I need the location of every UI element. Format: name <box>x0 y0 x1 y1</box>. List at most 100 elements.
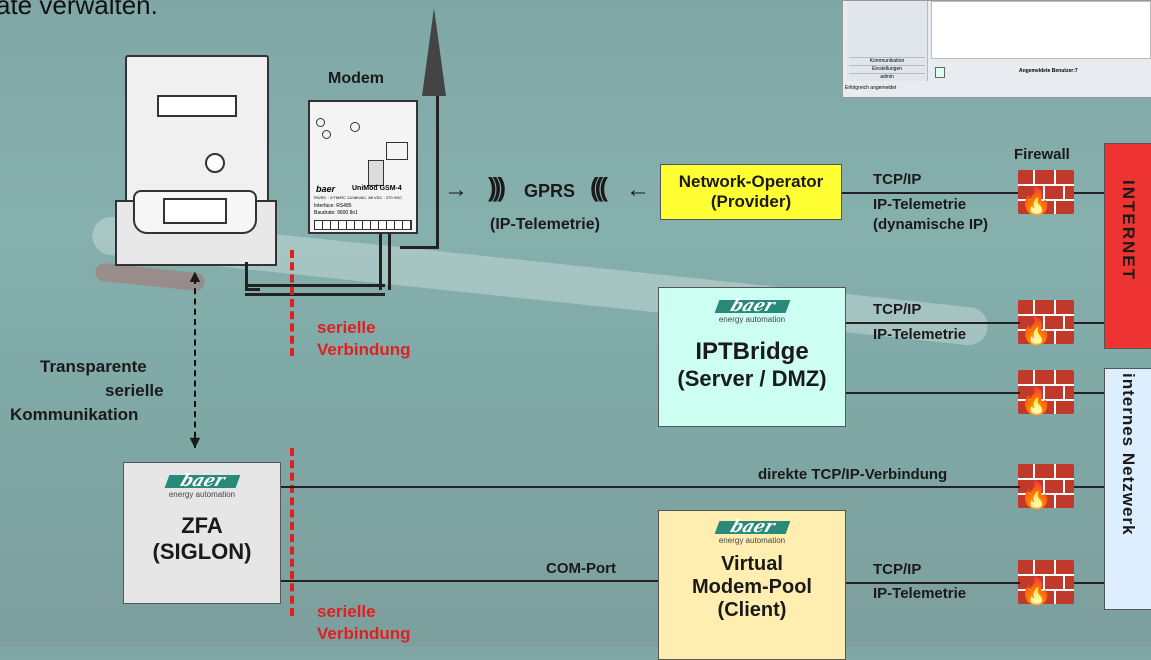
serial-divider-top <box>290 250 294 356</box>
meter-terminal-window <box>163 198 227 224</box>
tcp-top-l2: IP-Telemetrie <box>873 196 967 213</box>
firewall-icon: 🔥 <box>1018 464 1074 510</box>
baer-logo: baer energy automation <box>714 296 790 324</box>
firewall4-to-internal <box>1074 486 1104 488</box>
network-operator-line1: Network-Operator <box>678 172 824 191</box>
zfa-box: baer energy automation ZFA (SIGLON) <box>123 462 281 604</box>
baer-logo-mark: baer <box>714 296 790 316</box>
signal-waves-right: ((( <box>590 172 608 202</box>
signal-waves-left: ))) <box>488 172 506 202</box>
antenna-cable <box>400 96 439 249</box>
iptbridge-to-firewall2 <box>846 322 1020 324</box>
zfa-line2: (SIGLON) <box>152 539 252 564</box>
tcp-mid-l2: IP-Telemetrie <box>873 326 967 343</box>
modem-spec: RS/RC · 2/TM/RC 12/48/VAC, 88 VDC · 270 … <box>314 195 403 200</box>
modem-model: UniMod GSM-4 <box>352 185 402 192</box>
tcp-bottom-l1: TCP/IP <box>873 561 922 578</box>
modem-terminals <box>314 220 412 230</box>
baer-logo-sub: energy automation <box>718 536 786 545</box>
tcp-top-l1: TCP/IP <box>873 171 922 188</box>
iptbridge-line1: IPTBridge <box>695 338 809 365</box>
baer-logo-sub: energy automation <box>718 315 786 324</box>
modem-chip <box>386 142 408 160</box>
modem-db9-port <box>368 160 384 186</box>
electricity-meter <box>115 55 277 266</box>
serial-cable-horizontal <box>245 284 385 296</box>
tcp-top-l3: (dynamische IP) <box>873 216 989 233</box>
firewall-icon: 🔥 <box>1018 300 1074 346</box>
network-operator-box: Network-Operator (Provider) <box>660 164 842 220</box>
modem-screw <box>350 122 360 132</box>
gprs-sub: (IP-Telemetrie) <box>490 216 600 233</box>
baer-logo-sub: energy automation <box>168 490 236 499</box>
internet-label: INTERNET <box>1119 180 1138 281</box>
app-screenshot-sidebar <box>847 1 928 81</box>
vmp-line1: Virtual <box>721 553 783 575</box>
screenshot-menu-einstellungen: Einstellungen <box>849 65 925 72</box>
app-screenshot-content <box>931 1 1151 59</box>
transparent-l1: Transparente <box>40 357 147 376</box>
com-port-line <box>281 580 658 582</box>
firewall5-to-internal <box>1074 582 1104 584</box>
antenna-icon <box>422 8 446 96</box>
virtual-modem-pool-box: baer energy automation Virtual Modem-Poo… <box>658 510 846 660</box>
serial-top-l2: Verbindung <box>317 340 411 359</box>
tcp-mid-l1: TCP/IP <box>873 301 922 318</box>
meter-knob <box>205 153 225 173</box>
firewall-icon: 🔥 <box>1018 560 1074 606</box>
app-screenshot: Kommunikation Einstellungen admin Angeme… <box>842 0 1151 98</box>
arrow-head-up: ▲ <box>186 266 204 286</box>
direct-tcp-label: direkte TCP/IP-Verbindung <box>758 466 948 483</box>
internal-network-label: internes Netzwerk <box>1119 373 1138 536</box>
tcp-bottom-l2: IP-Telemetrie <box>873 585 967 602</box>
baer-logo: baer energy automation <box>164 471 240 499</box>
firewall2-to-internet <box>1074 322 1104 324</box>
zfa-line1: ZFA <box>181 513 223 538</box>
modem-device: baer UniMod GSM-4 RS/RC · 2/TM/RC 12/48/… <box>308 100 418 234</box>
arrow-from-provider: ← <box>626 176 650 203</box>
gprs-label: GPRS <box>524 181 576 201</box>
provider-to-firewall-line <box>842 192 1020 194</box>
transparent-comm-arrow <box>194 278 196 448</box>
firewall1-to-internet-line <box>1074 192 1104 194</box>
serial-cable <box>245 262 260 291</box>
iptbridge-line2: (Server / DMZ) <box>677 366 827 391</box>
transparent-l3: Kommunikation <box>10 405 139 424</box>
vmp-to-firewall5 <box>846 582 1020 584</box>
baer-logo-mark: baer <box>164 471 240 491</box>
screenshot-menu-admin: admin <box>849 73 925 80</box>
vmp-line3: (Client) <box>717 599 787 621</box>
modem-screw <box>316 118 325 127</box>
screenshot-status-center: Angemeldete Benutzer:7 <box>1019 68 1078 74</box>
internet-bar: INTERNET <box>1104 143 1151 349</box>
arrow-head-down: ▼ <box>186 432 204 452</box>
firewall3-to-internal <box>1074 392 1104 394</box>
modem-screw <box>322 130 331 139</box>
screenshot-status-bar: Erfolgreich angemeldet <box>845 85 897 91</box>
baer-logo-mark: baer <box>714 517 790 537</box>
meter-display <box>157 95 237 117</box>
firewall-icon: 🔥 <box>1018 370 1074 416</box>
iptbridge-to-firewall3 <box>846 392 1020 394</box>
internal-network-bar: internes Netzwerk <box>1104 368 1151 610</box>
serial-top-l1: serielle <box>317 318 376 337</box>
header-fragment: ate verwalten. <box>0 0 158 20</box>
modem-baudrate: Baudrate: 9600 8n1 <box>314 210 358 216</box>
modem-interface: Interface: RS485 <box>314 203 352 209</box>
baer-logo: baer energy automation <box>714 517 790 545</box>
screenshot-status-icon <box>935 67 945 78</box>
iptbridge-box: baer energy automation IPTBridge (Server… <box>658 287 846 427</box>
transparent-l2: serielle <box>105 381 164 400</box>
serial-bottom-l2: Verbindung <box>317 624 411 643</box>
network-operator-line2: (Provider) <box>710 192 792 211</box>
com-port-label: COM-Port <box>546 560 616 577</box>
modem-brand-logo: baer <box>316 184 336 194</box>
firewall-icon: 🔥 <box>1018 170 1074 216</box>
meter-upper <box>125 55 269 209</box>
firewall-label: Firewall <box>1014 146 1070 163</box>
modem-label: Modem <box>328 70 384 87</box>
screenshot-menu-kommunikation: Kommunikation <box>849 57 925 64</box>
serial-bottom-l1: serielle <box>317 602 376 621</box>
vmp-line2: Modem-Pool <box>692 576 812 598</box>
direct-tcp-line <box>281 486 1020 488</box>
